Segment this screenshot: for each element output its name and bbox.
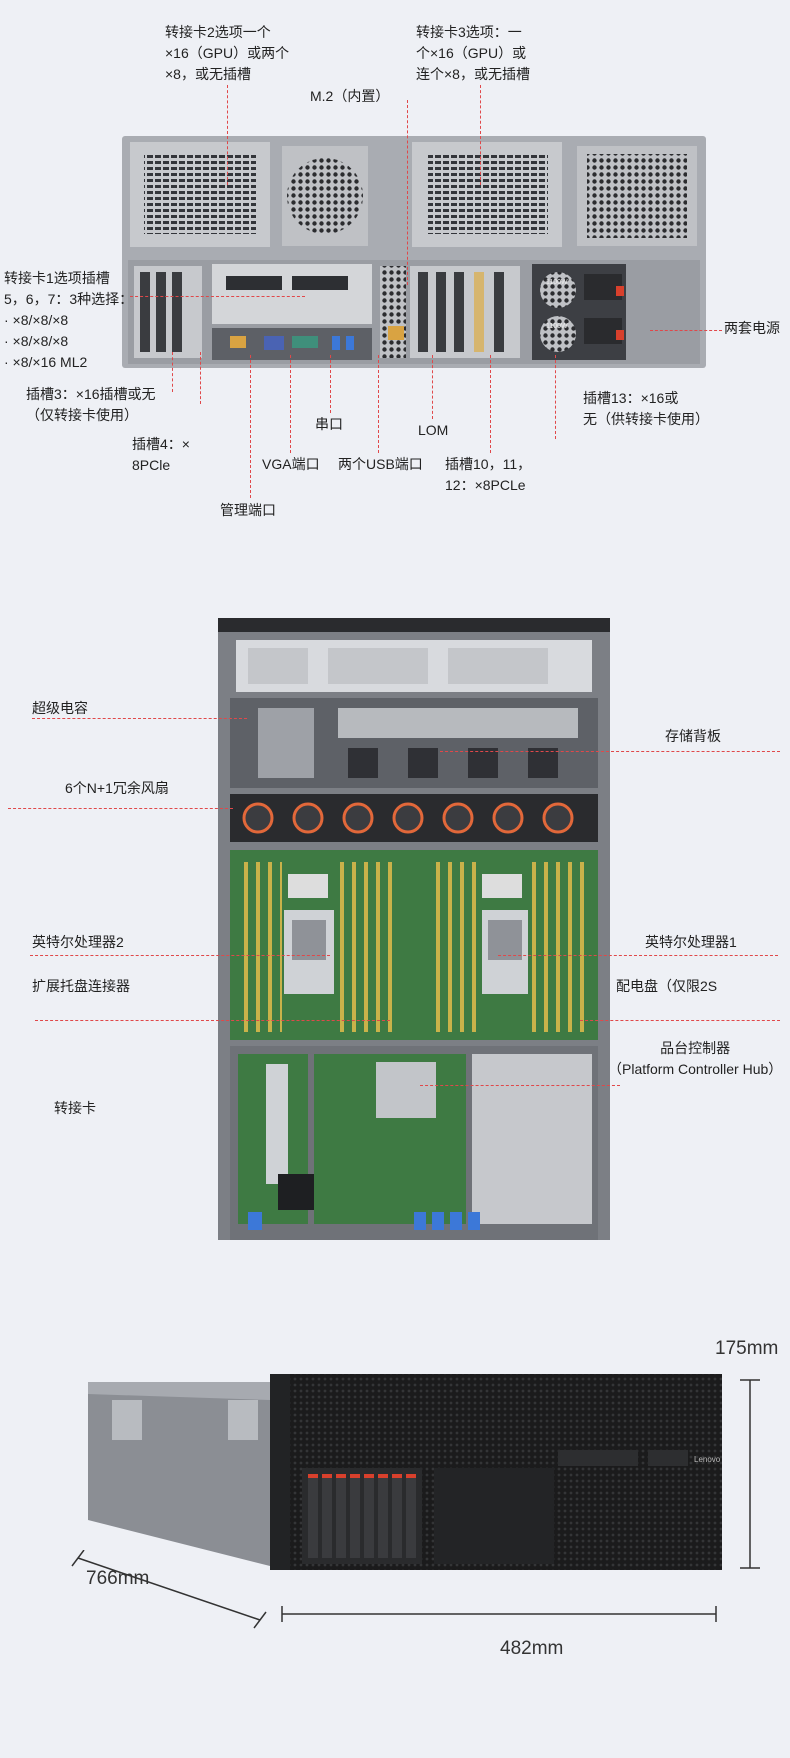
label-mgmt: 管理端口 [220,502,276,518]
leader-slot13 [555,355,556,439]
label-vga: VGA端口 [262,456,320,472]
label-psu: 两套电源 [724,320,780,336]
label-drive: 配电盘（仅限2S [616,978,718,994]
leader-riser2 [227,85,228,185]
leader-m2 [407,100,408,285]
label-cpu2: 英特尔处理器2 [32,934,124,950]
label-slot13: 插槽13：×16或 无（供转接卡使用） [583,390,709,427]
leader-usb [378,355,379,453]
label-pch: 品台控制器 （Platform Controller Hub） [608,1040,783,1077]
leader-drive [580,1020,780,1021]
leader-slot3 [172,352,173,392]
label-usb: 两个USB端口 [338,456,423,472]
label-backplane: 存储背板 [665,728,721,744]
label-slot4: 插槽4：× 8PCle [132,436,190,473]
rear-view-photo: 1100W 1100W [122,136,706,368]
label-slot3: 插槽3：×16插槽或无 （仅转接卡使用） [26,386,156,423]
dimension-width-line [280,1604,718,1624]
label-riser2: 转接卡2选项一个 ×16（GPU）或两个 ×8，或无插槽 [165,24,290,82]
leader-backplane [440,751,780,752]
leader-cpu1 [498,955,778,956]
label-slot10: 插槽10，11， 12：×8PCLe [445,456,532,493]
label-supercap: 超级电容 [32,700,88,716]
front-brand-text: Lenovo [694,1455,721,1464]
label-riser1: 转接卡1选项插槽 5，6，7：3种选择： · ×8/×8/×8 · ×8/×8/… [4,270,134,370]
leader-cpu2 [30,955,330,956]
leader-serial [330,355,331,413]
leader-slot4 [200,352,201,404]
psu-rating-text: 1100W [546,279,568,286]
leader-lom [432,355,433,419]
label-fans: 6个N+1冗余风扇 [65,780,169,796]
label-m2: M.2（内置） [310,88,390,104]
dimension-height-label: 175mm [715,1338,779,1359]
label-cpu1: 英特尔处理器1 [645,934,737,950]
psu-rating-text: 1100W [546,323,568,330]
leader-fans [8,808,233,809]
leader-riser3 [480,85,481,185]
top-view-photo [218,618,610,1240]
leader-pch [420,1085,620,1086]
leader-vga [290,355,291,453]
label-serial: 串口 [315,416,343,432]
leader-slot10 [490,355,491,453]
leader-psu [650,330,722,331]
label-tray: 扩展托盘连接器 [32,978,130,994]
leader-supercap [32,718,247,719]
front-view-photo: Lenovo [88,1370,728,1570]
label-lom: LOM [418,422,449,438]
leader-tray [35,1020,390,1021]
label-riser3: 转接卡3选项：一 个×16（GPU）或 连个×8，或无插槽 [416,24,530,82]
dimension-width-label: 482mm [500,1638,564,1659]
leader-mgmt [250,355,251,498]
dimension-height-line [738,1378,762,1570]
label-riser: 转接卡 [54,1100,96,1116]
dimension-depth-label: 766mm [86,1568,150,1589]
leader-riser1 [130,296,305,297]
dimension-depth-line [70,1550,270,1630]
